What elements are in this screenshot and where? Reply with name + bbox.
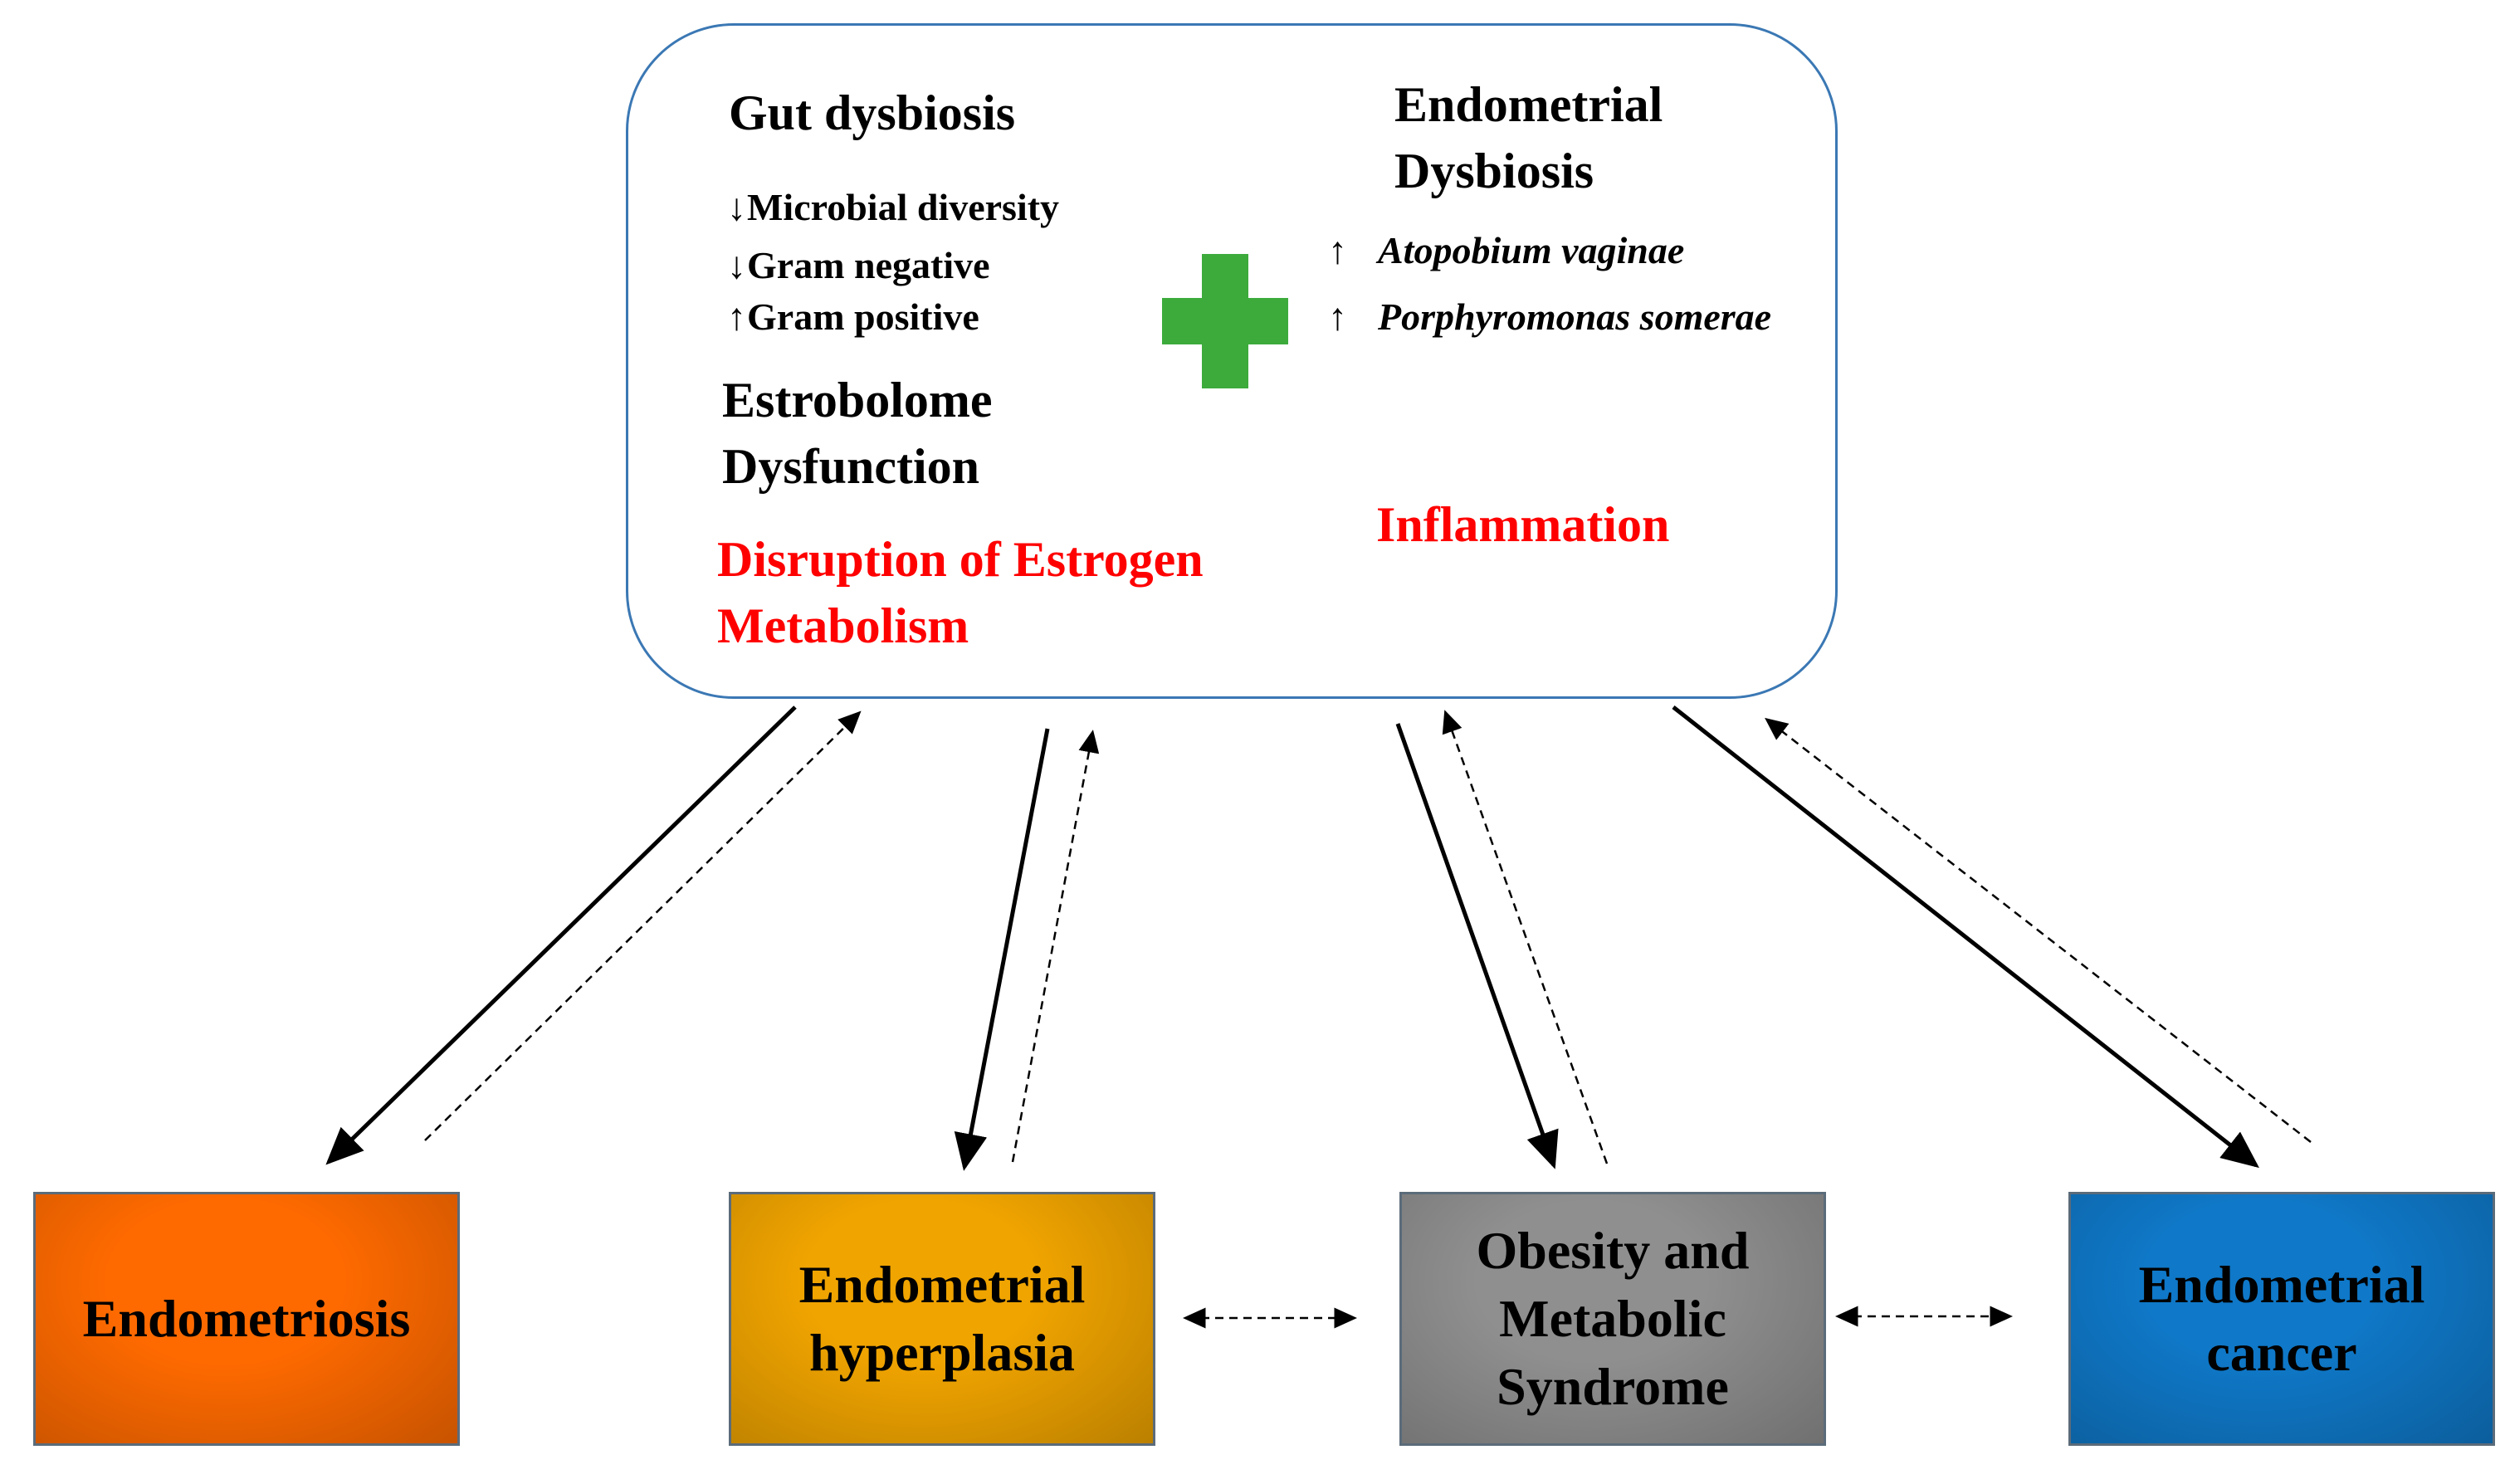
endo-item-porphyromonas: ↑Porphyromonas somerae (1328, 292, 1771, 342)
arrow-panel-to-endometriosis (325, 705, 797, 1165)
arrow-up-icon: ↑ (1328, 295, 1347, 338)
arrow-up-icon: ↑ (1328, 229, 1347, 271)
inflammation-label: Inflammation (1376, 497, 1670, 552)
gut-item-microbial-diversity: ↓Microbial diversity (727, 183, 1059, 232)
arrow-panel-to-cancer (1672, 705, 2259, 1169)
endometrial-dysbiosis-line1: Endometrial (1394, 77, 1663, 132)
endometrial-dysbiosis-line2: Dysbiosis (1394, 144, 1594, 198)
box-obesity-metabolic-syndrome-label: Obesity and Metabolic Syndrome (1476, 1221, 1750, 1416)
box-endometrial-cancer: Endometrial cancer (2068, 1192, 2495, 1446)
arrow-panel-to-obesity (1395, 723, 1559, 1169)
box-endometriosis: Endometriosis (33, 1192, 460, 1446)
estrobolome-line2: Dysfunction (722, 439, 980, 494)
box-obesity-metabolic-syndrome: Obesity and Metabolic Syndrome (1399, 1192, 1826, 1446)
box-endometriosis-label: Endometriosis (82, 1289, 411, 1348)
arrow-down-icon: ↓ (727, 244, 746, 286)
box-endometrial-hyperplasia: Endometrial hyperplasia (729, 1192, 1155, 1446)
box-endometrial-cancer-label: Endometrial cancer (2138, 1255, 2425, 1382)
gut-item-gram-negative: ↓Gram negative (727, 241, 990, 290)
gut-item-gram-positive: ↑Gram positive (727, 292, 979, 342)
arrow-panel-to-hyperplasia (954, 728, 1050, 1171)
plus-icon (1162, 254, 1288, 388)
arrow-cancer-to-panel (1765, 717, 2312, 1143)
arrow-hyperplasia-to-panel (1011, 730, 1100, 1163)
arrow-endometriosis-to-panel (424, 710, 862, 1141)
arrow-obesity-to-panel (1442, 710, 1609, 1164)
endo-item-atopobium: ↑Atopobium vaginae (1328, 226, 1684, 276)
arrow-up-icon: ↑ (727, 295, 746, 338)
gut-dysbiosis-title: Gut dysbiosis (729, 85, 1016, 140)
disruption-line1: Disruption of Estrogen (717, 532, 1204, 587)
box-endometrial-hyperplasia-label: Endometrial hyperplasia (798, 1255, 1086, 1382)
estrobolome-line1: Estrobolome (722, 373, 993, 427)
disruption-line2: Metabolism (717, 598, 969, 653)
arrow-down-icon: ↓ (727, 186, 746, 228)
